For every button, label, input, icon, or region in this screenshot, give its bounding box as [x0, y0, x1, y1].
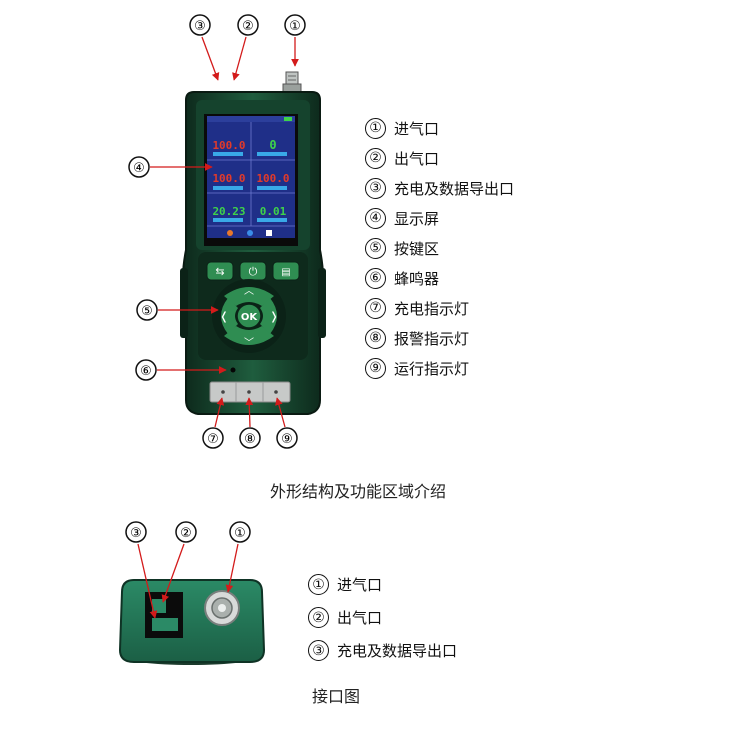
- callout-top-2: ②: [232, 14, 259, 81]
- callout-bottom-8: ⑧: [239, 397, 261, 449]
- legend-label: 蜂鸣器: [394, 269, 440, 288]
- buzzer-hole: [230, 367, 236, 373]
- screen-reading-3: 100.0: [212, 172, 245, 185]
- screen-reading-6: 0.01: [260, 205, 287, 218]
- port-callout-1: ①: [225, 521, 251, 593]
- svg-text:⑦: ⑦: [207, 432, 219, 447]
- svg-text:⑥: ⑥: [140, 364, 152, 379]
- svg-text:②: ②: [242, 19, 254, 34]
- svg-text:①: ①: [289, 19, 301, 34]
- legend-label: 运行指示灯: [394, 359, 470, 378]
- caption-main: 外形结构及功能区域介绍: [270, 482, 447, 501]
- ok-button-label: OK: [241, 312, 259, 323]
- callout-side-5: ⑤: [136, 299, 219, 321]
- callout-side-6: ⑥: [135, 359, 227, 381]
- left-button[interactable]: [221, 298, 238, 334]
- svg-text:③: ③: [130, 526, 142, 541]
- screen-reading-4: 100.0: [256, 172, 289, 185]
- chevron-right-icon: ❭: [269, 310, 278, 323]
- svg-text:②: ②: [180, 526, 192, 541]
- port-callout-3: ③: [125, 521, 158, 619]
- display-screen: 100.0 0 100.0 100.0 20.23 0.01: [204, 114, 298, 246]
- power-icon: ⏻: [249, 265, 258, 278]
- legend-label: 充电及数据导出口: [394, 179, 515, 198]
- callout-side-4: ④: [128, 156, 213, 178]
- menu-button[interactable]: [272, 261, 300, 281]
- down-button[interactable]: [224, 326, 274, 345]
- gas-inlet-nozzle: [282, 71, 302, 93]
- svg-text:⑤: ⑤: [141, 304, 153, 319]
- back-arrow-icon: ⇆: [215, 265, 224, 278]
- chevron-left-icon: ❬: [219, 310, 228, 323]
- up-button[interactable]: [224, 287, 274, 306]
- chevron-up-icon: ︿: [244, 286, 254, 297]
- screen-reading-1: 100.0: [212, 139, 245, 152]
- callout-bottom-9: ⑨: [275, 397, 298, 449]
- screen-reading-2: 0: [269, 138, 276, 152]
- svg-text:①: ①: [234, 526, 246, 541]
- port-callout-2: ②: [161, 521, 197, 603]
- callout-top-3: ③: [189, 14, 220, 81]
- legend-label: 充电指示灯: [394, 299, 470, 318]
- legend-label: 显示屏: [394, 209, 440, 228]
- legend-label: 充电及数据导出口: [337, 642, 458, 660]
- menu-icon: ▤: [281, 267, 290, 278]
- legend-label: 报警指示灯: [394, 329, 470, 348]
- legend-label: 按键区: [394, 239, 440, 258]
- svg-text:⑨: ⑨: [281, 432, 293, 447]
- chevron-down-icon: ﹀: [244, 337, 254, 349]
- screen-reading-5: 20.23: [212, 205, 245, 218]
- callout-bottom-7: ⑦: [202, 397, 225, 449]
- callout-top-1: ①: [284, 14, 306, 67]
- port-view-illustration: [118, 579, 266, 665]
- svg-text:③: ③: [194, 19, 206, 34]
- svg-text:⑧: ⑧: [244, 432, 256, 447]
- ok-button[interactable]: [236, 303, 262, 329]
- legend-label: 进气口: [394, 119, 440, 138]
- legend-label: 出气口: [337, 609, 383, 627]
- legend-label: 出气口: [394, 149, 440, 168]
- caption-port: 接口图: [312, 687, 361, 706]
- keypad-area: ⇆ ⏻ ▤ ︿ ﹀ ❬ ❭ OK: [198, 252, 308, 360]
- legend-label: 进气口: [337, 576, 383, 594]
- port-view-housing: [118, 579, 266, 663]
- svg-text:④: ④: [133, 161, 145, 176]
- right-button[interactable]: [260, 298, 277, 334]
- device-illustration: 100.0 0 100.0 100.0 20.23 0.01 ⇆ ⏻ ▤: [180, 71, 326, 415]
- back-button[interactable]: [206, 261, 234, 281]
